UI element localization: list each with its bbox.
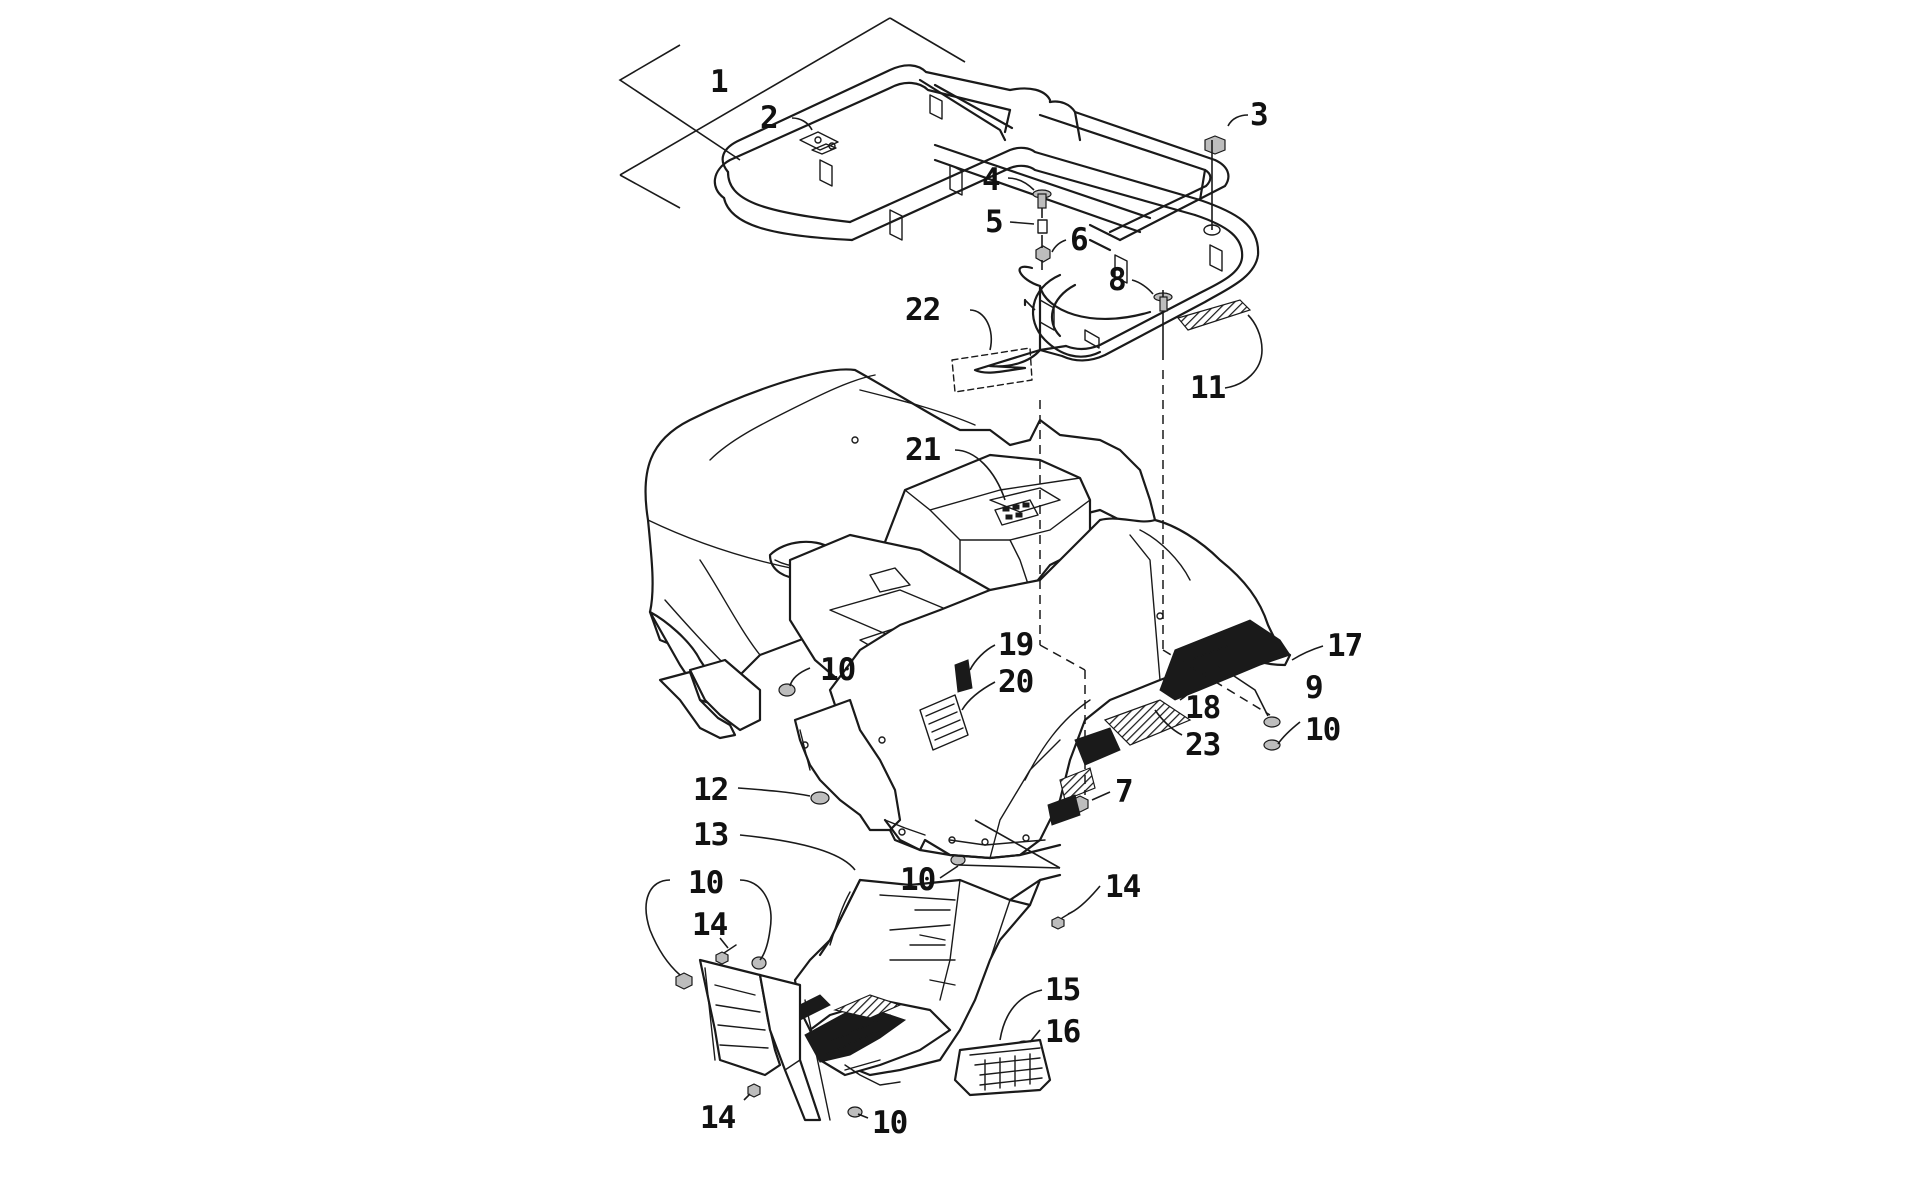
callout-20: 20 [998,664,1033,700]
callout-13: 13 [693,817,728,853]
callout-17: 17 [1327,628,1362,664]
callout-4: 4 [982,162,1000,198]
assembly-lines [957,140,1271,869]
callout-10-left: 10 [688,865,723,901]
callout-14-left: 14 [692,907,728,943]
callout-19: 19 [998,627,1033,663]
callout-11: 11 [1190,370,1226,406]
callout-12: 12 [693,772,728,808]
callout-10-top: 10 [820,652,855,688]
footwell [698,873,1062,1122]
callout-5: 5 [985,204,1003,240]
callout-6: 6 [1070,222,1088,258]
hardware [675,131,1281,1118]
callout-9: 9 [1305,670,1323,706]
callout-leaders [645,114,1324,1119]
callout-10-center: 10 [900,862,935,898]
callout-3: 3 [1250,97,1268,133]
callout-22: 22 [905,292,940,328]
callout-labels: 1 2 3 4 5 6 8 11 22 21 17 19 20 18 23 9 … [688,64,1363,1141]
callout-21: 21 [905,432,941,468]
callout-10-bottom: 10 [872,1105,907,1141]
callout-15: 15 [1045,972,1080,1008]
rear-fender [644,347,1292,860]
callout-23: 23 [1185,727,1220,763]
rear-rack [618,17,1260,374]
callout-1: 1 [710,64,728,100]
callout-8: 8 [1108,262,1126,298]
callout-2: 2 [760,100,778,136]
callout-14-right: 14 [1105,869,1141,905]
callout-18: 18 [1185,690,1220,726]
callout-7: 7 [1115,774,1133,810]
callout-10-right: 10 [1305,712,1340,748]
callout-14-bottom: 14 [700,1100,736,1136]
callout-16: 16 [1045,1014,1080,1050]
